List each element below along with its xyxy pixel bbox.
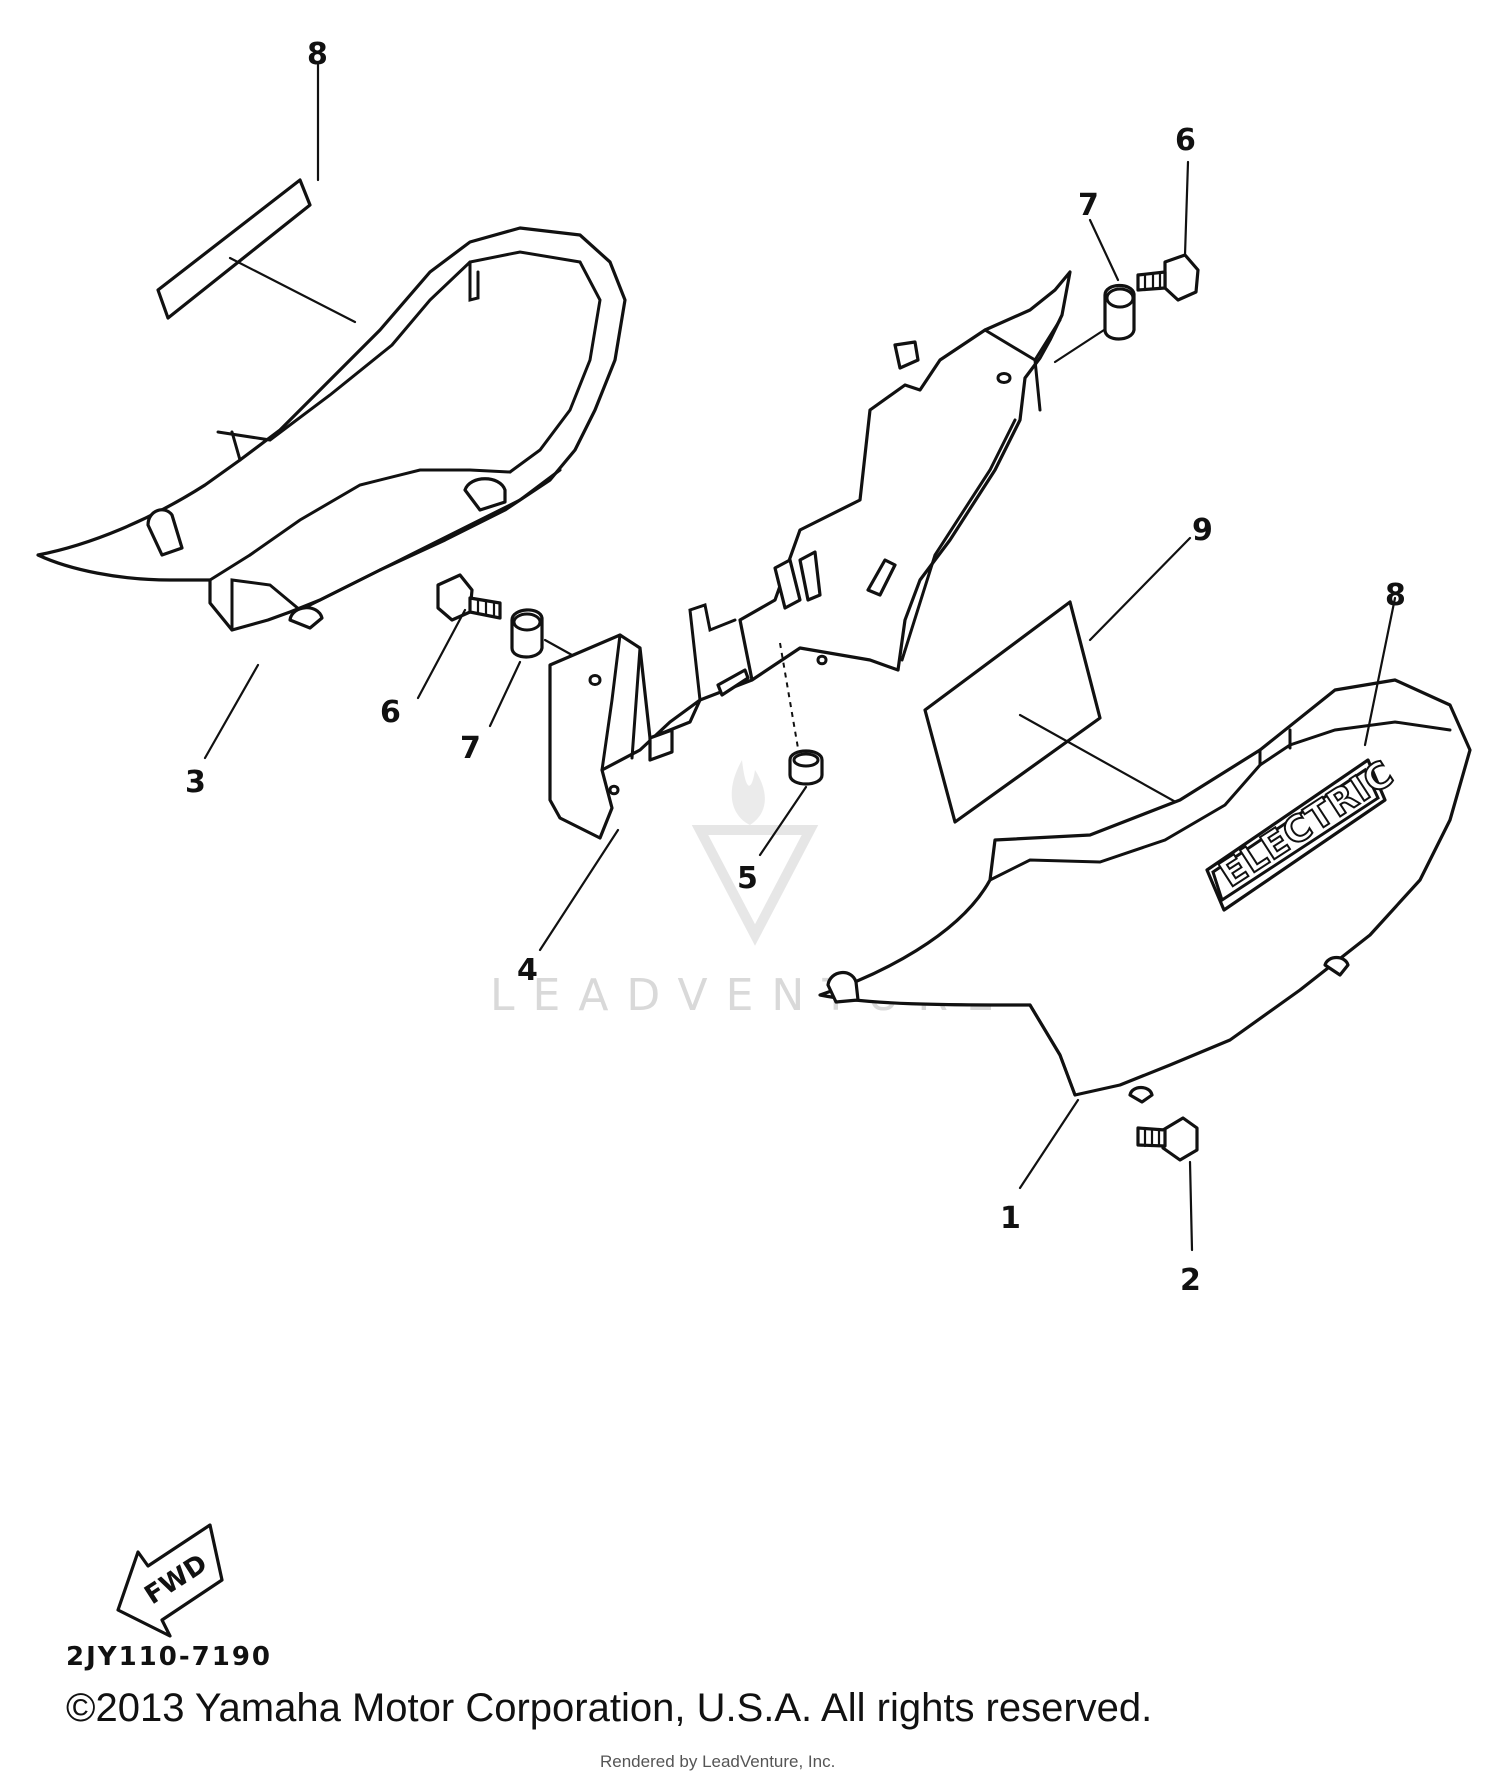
callout-6-right: 6 xyxy=(1175,123,1196,158)
callout-5: 5 xyxy=(737,861,758,896)
callout-9: 9 xyxy=(1192,513,1213,548)
callout-8-right: 8 xyxy=(1385,578,1406,613)
leader-lines xyxy=(203,160,1194,1252)
callout-6-left: 6 xyxy=(380,695,401,730)
diagram-code: 2JY110-7190 xyxy=(66,1642,273,1672)
callout-7-right: 7 xyxy=(1078,188,1099,223)
fwd-arrow-icon xyxy=(116,1523,224,1638)
callout-1: 1 xyxy=(1000,1201,1021,1236)
leadventure-logo-icon xyxy=(691,760,819,946)
part-9-label-sheet xyxy=(923,600,1192,824)
callout-7-left: 7 xyxy=(460,731,481,766)
callout-2: 2 xyxy=(1180,1263,1201,1298)
part-7-left-grommet xyxy=(510,608,574,659)
part-1-right-side-cover xyxy=(818,678,1472,1104)
part-5-grommet xyxy=(788,749,824,786)
part-4-center-bracket xyxy=(548,270,1072,840)
part-6-left-bolt xyxy=(436,573,502,622)
part-2-screw xyxy=(1136,1116,1199,1162)
callout-8-left: 8 xyxy=(307,37,328,72)
part-6-right-bolt xyxy=(1136,253,1200,302)
part-8-right-emblem xyxy=(1363,596,1397,747)
part-7-right-grommet xyxy=(1053,283,1136,364)
fwd-arrow: FWD xyxy=(116,1523,224,1638)
copyright-notice: ©2013 Yamaha Motor Corporation, U.S.A. A… xyxy=(66,1686,1153,1730)
part-3-left-side-cover xyxy=(36,226,627,632)
part-8-left-emblem xyxy=(156,63,357,324)
callout-3: 3 xyxy=(185,765,206,800)
rendered-by-note: Rendered by LeadVenture, Inc. xyxy=(600,1752,836,1771)
callout-4: 4 xyxy=(517,953,538,988)
callout-numbers: 8 3 6 7 4 5 7 6 9 8 1 2 xyxy=(185,37,1406,1298)
